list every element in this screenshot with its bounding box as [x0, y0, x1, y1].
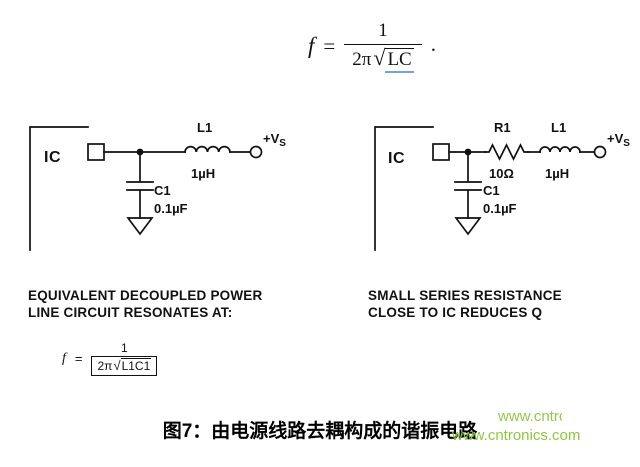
- ic-outline: [374, 126, 434, 251]
- right-circuit-labels: IC R1 10Ω L1 1µH C1 0.1µF +VS: [388, 120, 630, 216]
- formula-variable: f: [62, 350, 66, 366]
- supply-terminal: [593, 145, 607, 159]
- right-caption-line2: CLOSE TO IC REDUCES Q: [368, 305, 543, 320]
- ic-outline: [29, 126, 89, 251]
- radical-sign: √: [373, 44, 386, 70]
- inductor-value: 1µH: [545, 166, 569, 181]
- supply-label: +VS: [263, 131, 286, 149]
- supply-prefix: +V: [263, 131, 280, 146]
- fraction: 1 2π √ L1C1: [91, 341, 158, 376]
- equals-sign: =: [323, 33, 336, 58]
- capacitor-symbol: [454, 151, 482, 219]
- ic-label: IC: [44, 149, 61, 166]
- radical-sign: √: [113, 358, 121, 373]
- ic-label: IC: [388, 150, 405, 167]
- resistor-value: 10Ω: [489, 166, 514, 181]
- capacitor-value: 0.1µF: [154, 201, 188, 216]
- inductor-symbol: [184, 145, 231, 153]
- resonance-formula-top: f = 1 2π √ LC .: [52, 20, 640, 73]
- fraction-denominator: 2π √ LC: [344, 43, 422, 73]
- right-caption-line1: SMALL SERIES RESISTANCE: [368, 288, 562, 303]
- ground-symbol: [454, 217, 482, 236]
- period: .: [430, 31, 436, 56]
- radicand: LC: [385, 47, 414, 73]
- capacitor-name: C1: [483, 183, 500, 198]
- left-circuit-labels: IC L1 1µH C1 0.1µF +VS: [44, 120, 286, 216]
- right-caption: SMALL SERIES RESISTANCE CLOSE TO IC REDU…: [368, 287, 562, 321]
- left-caption: EQUIVALENT DECOUPLED POWER LINE CIRCUIT …: [28, 287, 262, 321]
- watermark-url: www.cntronics.com: [452, 427, 581, 444]
- supply-subscript: S: [279, 138, 286, 149]
- watermark-overlay: www.cntronics.com: [498, 408, 562, 425]
- inductor-symbol: [539, 146, 581, 153]
- inductor-name: L1: [197, 120, 212, 135]
- left-caption-line2: LINE CIRCUIT RESONATES AT:: [28, 305, 233, 320]
- supply-prefix: +V: [607, 131, 624, 146]
- inductor-name: L1: [551, 120, 566, 135]
- capacitor-symbol: [126, 151, 154, 219]
- formula-variable: f: [308, 33, 315, 59]
- supply-subscript: S: [623, 138, 630, 149]
- ic-pin: [87, 143, 105, 161]
- left-caption-line1: EQUIVALENT DECOUPLED POWER: [28, 288, 263, 303]
- resistor-name: R1: [494, 120, 511, 135]
- right-circuit: [374, 126, 607, 251]
- capacitor-value: 0.1µF: [483, 201, 517, 216]
- fraction-numerator: 1: [121, 341, 128, 355]
- equals-sign: =: [74, 351, 83, 366]
- ground-symbol: [126, 217, 154, 236]
- ic-pin: [432, 143, 450, 161]
- fraction-numerator: 1: [378, 20, 388, 41]
- resistor-symbol: [484, 143, 529, 161]
- resonance-formula-l1c1: f = 1 2π √ L1C1: [62, 341, 158, 376]
- fraction-denominator: 2π √ L1C1: [91, 356, 158, 376]
- circuit-diagrams: IC L1 1µH C1 0.1µF +VS IC R1 10Ω L1 1µH: [29, 120, 630, 251]
- capacitor-name: C1: [154, 183, 171, 198]
- supply-label: +VS: [607, 131, 630, 149]
- denominator-coefficient: 2π: [97, 359, 113, 373]
- left-circuit: [29, 126, 263, 251]
- fraction: 1 2π √ LC: [344, 20, 422, 73]
- inductor-value: 1µH: [191, 166, 215, 181]
- radicand: L1C1: [120, 358, 152, 373]
- figure-caption: 图7：由电源线路去耦构成的谐振电路: [162, 421, 478, 442]
- denominator-coefficient: 2π: [352, 48, 372, 70]
- supply-terminal: [249, 145, 263, 159]
